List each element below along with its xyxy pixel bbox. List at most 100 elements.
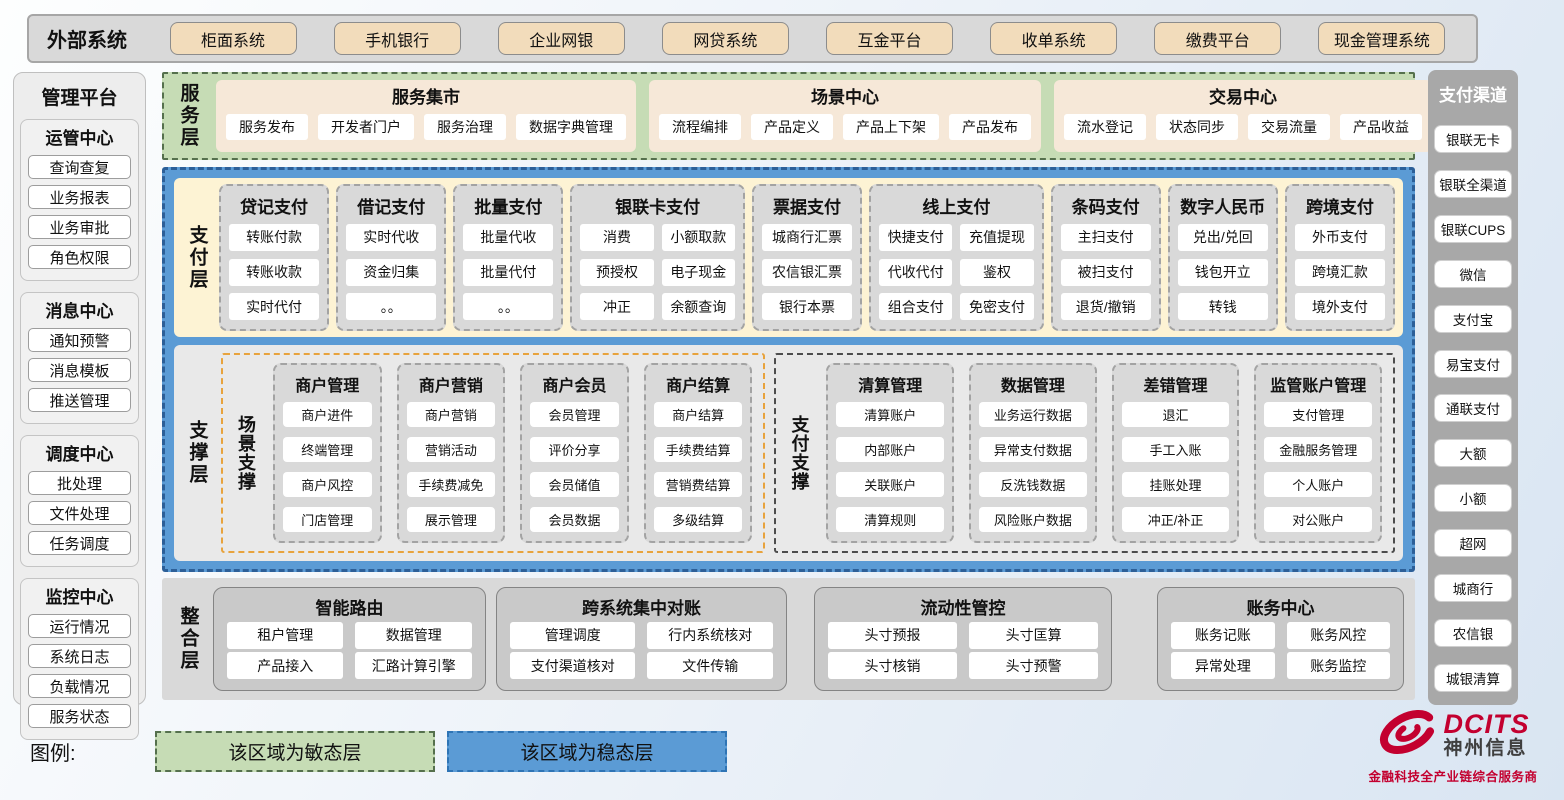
payment-item[interactable]: 余额查询 [661, 293, 735, 321]
support-item[interactable]: 商户风控 [283, 472, 372, 497]
service-item[interactable]: 流程编排 [659, 114, 741, 140]
payment-item[interactable]: 小额取款 [661, 223, 735, 251]
external-system-button[interactable]: 互金平台 [826, 22, 954, 55]
integration-item[interactable]: 行内系统核对 [647, 621, 773, 649]
payment-item[interactable]: 消费 [580, 223, 654, 251]
integration-item[interactable]: 头寸预报 [827, 621, 958, 649]
integration-item[interactable]: 产品接入 [227, 652, 344, 680]
integration-item[interactable]: 头寸匡算 [969, 621, 1099, 649]
mgmt-item[interactable]: 文件处理 [28, 501, 131, 525]
service-item[interactable]: 服务治理 [424, 114, 506, 140]
external-system-button[interactable]: 缴费平台 [1154, 22, 1282, 55]
support-item[interactable]: 异常支付数据 [979, 437, 1087, 462]
service-item[interactable]: 产品上下架 [843, 114, 939, 140]
integration-item[interactable]: 数据管理 [355, 621, 472, 649]
service-item[interactable]: 产品发布 [949, 114, 1031, 140]
support-item[interactable]: 门店管理 [283, 507, 372, 532]
support-item[interactable]: 会员数据 [530, 507, 619, 532]
service-item[interactable]: 服务发布 [226, 114, 308, 140]
channel-item[interactable]: 银联CUPS [1434, 214, 1512, 243]
channel-item[interactable]: 超网 [1434, 529, 1512, 558]
external-system-button[interactable]: 现金管理系统 [1318, 22, 1446, 55]
payment-item[interactable]: 代收代付 [879, 258, 953, 286]
service-item[interactable]: 数据字典管理 [516, 114, 626, 140]
payment-item[interactable]: 实时代收 [346, 223, 437, 251]
external-system-button[interactable]: 手机银行 [333, 22, 461, 55]
support-item[interactable]: 冲正/补正 [1121, 507, 1230, 532]
payment-item[interactable]: 城商行汇票 [761, 223, 853, 251]
support-item[interactable]: 营销费结算 [653, 472, 743, 497]
integration-item[interactable]: 账务监控 [1286, 652, 1391, 680]
payment-item[interactable]: 退货/撤销 [1060, 293, 1151, 321]
payment-item[interactable]: 冲正 [580, 293, 654, 321]
mgmt-item[interactable]: 运行情况 [28, 614, 131, 638]
support-item[interactable]: 清算账户 [836, 402, 945, 427]
payment-item[interactable]: 实时代付 [229, 293, 320, 321]
support-item[interactable]: 终端管理 [283, 437, 372, 462]
payment-item[interactable]: 快捷支付 [879, 223, 953, 251]
payment-item[interactable]: 电子现金 [661, 258, 735, 286]
payment-item[interactable]: 资金归集 [346, 258, 437, 286]
payment-item[interactable]: 批量代收 [463, 223, 554, 251]
payment-item[interactable]: 农信银汇票 [761, 258, 853, 286]
payment-item[interactable]: 免密支付 [960, 293, 1034, 321]
integration-item[interactable]: 头寸核销 [827, 652, 958, 680]
channel-item[interactable]: 城商行 [1434, 574, 1512, 603]
integration-item[interactable]: 账务风控 [1286, 621, 1391, 649]
support-item[interactable]: 会员管理 [530, 402, 619, 427]
integration-item[interactable]: 异常处理 [1171, 652, 1275, 680]
support-item[interactable]: 支付管理 [1264, 402, 1373, 427]
payment-item[interactable]: 预授权 [580, 258, 654, 286]
mgmt-item[interactable]: 批处理 [28, 471, 131, 495]
mgmt-item[interactable]: 业务报表 [28, 185, 131, 209]
support-item[interactable]: 商户结算 [653, 402, 743, 427]
support-item[interactable]: 风险账户数据 [979, 507, 1087, 532]
payment-item[interactable]: 外币支付 [1294, 223, 1386, 251]
mgmt-item[interactable]: 业务审批 [28, 215, 131, 239]
channel-item[interactable]: 银联全渠道 [1434, 169, 1512, 198]
channel-item[interactable]: 通联支付 [1434, 394, 1512, 423]
mgmt-item[interactable]: 任务调度 [28, 531, 131, 555]
mgmt-item[interactable]: 负载情况 [28, 674, 131, 698]
mgmt-item[interactable]: 系统日志 [28, 644, 131, 668]
support-item[interactable]: 个人账户 [1264, 472, 1373, 497]
support-item[interactable]: 多级结算 [653, 507, 743, 532]
support-item[interactable]: 商户营销 [406, 402, 496, 427]
support-item[interactable]: 反洗钱数据 [979, 472, 1087, 497]
service-item[interactable]: 交易流量 [1248, 114, 1330, 140]
mgmt-item[interactable]: 通知预警 [28, 328, 131, 352]
integration-item[interactable]: 汇路计算引擎 [355, 652, 472, 680]
payment-item[interactable]: 银行本票 [761, 293, 853, 321]
payment-item[interactable]: 组合支付 [879, 293, 953, 321]
support-item[interactable]: 手续费减免 [406, 472, 496, 497]
integration-item[interactable]: 租户管理 [227, 621, 344, 649]
channel-item[interactable]: 易宝支付 [1434, 349, 1512, 378]
payment-item[interactable]: 跨境汇款 [1294, 258, 1386, 286]
payment-item[interactable]: 境外支付 [1294, 293, 1386, 321]
channel-item[interactable]: 大额 [1434, 439, 1512, 468]
support-item[interactable]: 业务运行数据 [979, 402, 1087, 427]
payment-item[interactable]: 转账收款 [229, 258, 320, 286]
payment-item[interactable]: 兑出/兑回 [1177, 223, 1268, 251]
support-item[interactable]: 对公账户 [1264, 507, 1373, 532]
external-system-button[interactable]: 网贷系统 [661, 22, 789, 55]
service-item[interactable]: 流水登记 [1064, 114, 1146, 140]
payment-item[interactable]: 被扫支付 [1060, 258, 1151, 286]
channel-item[interactable]: 微信 [1434, 259, 1512, 288]
service-item[interactable]: 产品定义 [751, 114, 833, 140]
support-item[interactable]: 金融服务管理 [1264, 437, 1373, 462]
payment-item[interactable]: 批量代付 [463, 258, 554, 286]
integration-item[interactable]: 管理调度 [509, 621, 636, 649]
external-system-button[interactable]: 企业网银 [497, 22, 625, 55]
channel-item[interactable]: 农信银 [1434, 619, 1512, 648]
service-item[interactable]: 开发者门户 [318, 114, 414, 140]
channel-item[interactable]: 城银清算 [1434, 663, 1512, 692]
payment-item[interactable]: 充值提现 [960, 223, 1034, 251]
service-item[interactable]: 产品收益 [1340, 114, 1422, 140]
channel-item[interactable]: 小额 [1434, 484, 1512, 513]
integration-item[interactable]: 支付渠道核对 [509, 652, 636, 680]
payment-item[interactable]: 鉴权 [960, 258, 1034, 286]
support-item[interactable]: 展示管理 [406, 507, 496, 532]
support-item[interactable]: 清算规则 [836, 507, 945, 532]
integration-item[interactable]: 账务记账 [1171, 621, 1275, 649]
